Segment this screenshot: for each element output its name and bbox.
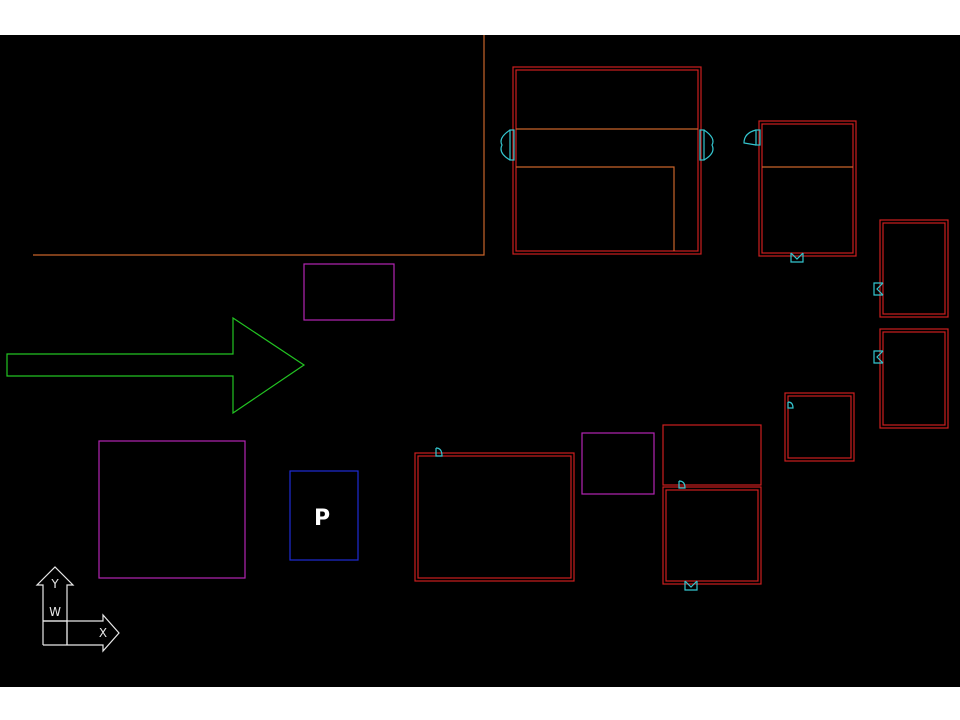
parking-label: P — [314, 506, 330, 531]
boundary-line — [33, 35, 485, 256]
building-bottom-pair — [662, 424, 762, 585]
ucs-axis-icon: Y W X — [35, 566, 120, 653]
door-swing-icon — [873, 350, 884, 364]
door-swing-icon — [678, 480, 686, 489]
building-small-square — [784, 392, 855, 462]
zone-magenta-middle — [581, 432, 655, 495]
zone-magenta-top — [303, 263, 395, 321]
ucs-w-label: W — [49, 605, 61, 619]
green-arrow-icon — [6, 316, 306, 415]
ucs-x-label: X — [99, 626, 107, 640]
door-swing-icon — [699, 129, 714, 161]
door-swing-icon — [684, 580, 698, 591]
building-right-lower — [879, 328, 949, 429]
floor-plan-drawing[interactable]: P Y W X — [0, 35, 960, 687]
cad-viewport[interactable]: P Y W X — [0, 35, 960, 687]
door-swing-icon — [743, 129, 761, 146]
door-swing-icon — [787, 401, 794, 409]
door-swing-icon — [500, 129, 515, 161]
zone-magenta-left — [98, 440, 246, 579]
door-swing-icon — [873, 282, 884, 296]
building-right-upper — [879, 219, 949, 318]
door-swing-icon — [790, 252, 804, 263]
building-top-large — [512, 66, 702, 255]
ucs-y-label: Y — [50, 577, 59, 591]
door-swing-icon — [435, 447, 443, 457]
parking-area — [289, 470, 359, 561]
building-right-top — [758, 120, 857, 257]
building-bottom-large — [414, 452, 575, 582]
